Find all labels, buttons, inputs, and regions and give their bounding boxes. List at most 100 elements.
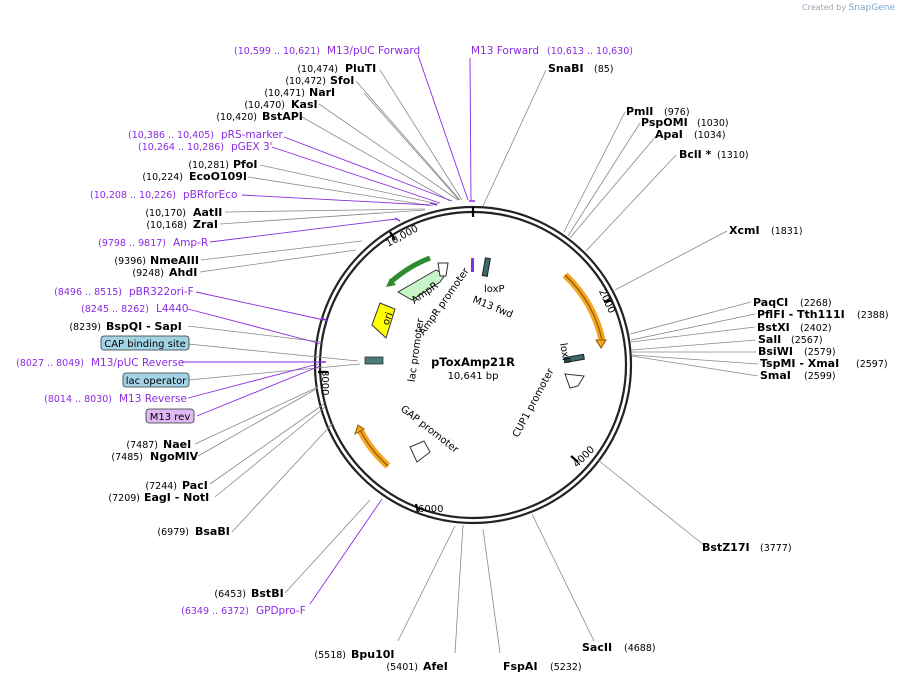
enzyme-aatii[interactable]: AatII [193,206,222,219]
enzyme-bstz17i[interactable]: BstZ17I [702,541,750,554]
loxp-right-label: loxP [557,342,571,364]
enzyme-bstbi[interactable]: BstBI [251,587,284,600]
m13-fwd-mark [471,258,474,272]
gap-promoter-arrow [409,440,431,463]
enzyme-pos-bsiwi: (2579) [804,347,836,358]
orange-arrow-left [354,424,365,436]
enzyme-pos-sfoi: (10,472) [285,76,326,87]
enzyme-pos-paqci: (2268) [800,298,832,309]
green-arc [390,255,431,283]
enzyme-nmeaiii[interactable]: NmeAIII [150,254,199,267]
credit-prefix: Created by [802,3,847,12]
enzyme-pos-afei: (5401) [386,662,418,673]
enzyme-pos-bcli: (1310) [717,150,749,161]
enzyme-pos-xcmi: (1831) [771,226,803,237]
enzyme-pos-apai: (1034) [694,130,726,141]
snapgene-credit: Created by SnapGene [802,3,895,13]
plasmid-name: pToxAmp21R [431,355,515,369]
enzyme-sali[interactable]: SalI [758,333,781,346]
enzyme-pos-kasi: (10,470) [244,100,285,111]
enzyme-kasi[interactable]: KasI [291,98,318,111]
enzyme-pos-bstxi: (2402) [800,323,832,334]
loxp-right-mark [563,353,585,364]
enzyme-ecoo109i[interactable]: EcoO109I [189,170,247,183]
enzyme-afei[interactable]: AfeI [423,660,448,673]
enzyme-pos-nari: (10,471) [264,88,305,99]
enzyme-paci[interactable]: PacI [182,479,208,492]
enzyme-eagi-noti[interactable]: EagI - NotI [144,491,209,504]
ori-label: ori [381,311,396,327]
orange-arc-left [356,428,391,469]
enzyme-pfoi[interactable]: PfoI [233,158,258,171]
enzyme-pos-snabi: (85) [594,64,614,75]
primer-leader-lines [182,54,472,605]
primer-prs-marker[interactable]: pRS-marker [221,129,284,141]
primer-m13-forward[interactable]: M13 Forward [471,45,539,57]
enzyme-nari[interactable]: NarI [309,86,335,99]
enzyme-ahdi[interactable]: AhdI [169,266,197,279]
enzyme-pos-nmeaiii: (9396) [114,256,146,267]
primer-m13-reverse[interactable]: M13 Reverse [119,393,187,405]
enzyme-pos-zrai: (10,168) [146,220,187,231]
enzyme-fspai[interactable]: FspAI [503,660,538,673]
orange-arc-top-core [564,274,603,341]
enzyme-pos-pflfi: (2388) [857,310,889,321]
tick-8000: 8000 [319,370,330,395]
cap-binding-site-box [100,335,190,351]
lac-operator-box [122,372,190,388]
enzyme-pos-bpu10i: (5518) [314,650,346,661]
gap-promoter-label: GAP promoter [398,404,461,456]
loxp-top-mark [481,257,491,277]
enzyme-bstapi[interactable]: BstAPI [262,110,303,123]
enzyme-bcli[interactable]: BclI * [679,148,712,161]
primer-pbr322ori-f[interactable]: pBR322ori-F [129,286,194,298]
enzyme-pmli[interactable]: PmlI [626,105,653,118]
enzyme-apai[interactable]: ApaI [655,128,683,141]
primer-m13-puc-forward[interactable]: M13/pUC Forward [327,45,420,57]
enzyme-pos-bstapi: (10,420) [216,112,257,123]
enzyme-pos-tspmi: (2597) [856,359,888,370]
primer-l4440[interactable]: L4440 [156,303,189,315]
enzyme-pos-bsabi: (6979) [157,527,189,538]
enzyme-sacii[interactable]: SacII [582,641,612,654]
primer-gpdpro-f[interactable]: GPDpro-F [256,605,306,617]
enzyme-pos-pspomi: (1030) [697,118,729,129]
primer-range-m13-forward: (10,613 .. 10,630) [547,46,633,57]
enzyme-pluti[interactable]: PluTI [345,62,376,75]
m13-fwd-label: M13 fwd [471,295,514,321]
lac-promoter-label: lac promoter [407,317,427,383]
enzyme-zrai[interactable]: ZraI [193,218,218,231]
primer-pbrforeco[interactable]: pBRforEco [183,189,237,201]
leader-lines [187,69,759,654]
enzyme-bsiwi[interactable]: BsiWI [758,345,793,358]
enzyme-bsabi[interactable]: BsaBI [195,525,230,538]
enzyme-pos-aatii: (10,170) [145,208,186,219]
primer-range-m13-puc-forward: (10,599 .. 10,621) [234,46,320,57]
primer-range-pbr322ori-f: (8496 .. 8515) [54,287,122,298]
enzyme-sfoi[interactable]: SfoI [330,74,354,87]
primer-range-pbrforeco: (10,208 .. 10,226) [90,190,176,201]
enzyme-pspomi[interactable]: PspOMI [641,116,688,129]
primer-pgex-3[interactable]: pGEX 3' [231,141,273,153]
enzyme-snabi[interactable]: SnaBI [548,62,584,75]
enzyme-paqci[interactable]: PaqCI [753,296,788,309]
primer-m13-puc-reverse[interactable]: M13/pUC Reverse [91,357,184,369]
primer-amp-r[interactable]: Amp-R [173,237,208,249]
enzyme-pos-sacii: (4688) [624,643,656,654]
enzyme-smai[interactable]: SmaI [760,369,791,382]
enzyme-bspqi-sapi[interactable]: BspQI - SapI [106,320,182,333]
enzyme-naei[interactable]: NaeI [163,438,191,451]
enzyme-bstxi[interactable]: BstXI [757,321,790,334]
enzyme-xcmi[interactable]: XcmI [729,224,760,237]
enzyme-ngomiv[interactable]: NgoMIV [150,450,199,463]
primer-range-m13-reverse: (8014 .. 8030) [44,394,112,405]
enzyme-pos-pfoi: (10,281) [188,160,229,171]
enzyme-bpu10i[interactable]: Bpu10I [351,648,395,661]
enzyme-pos-sali: (2567) [791,335,823,346]
enzyme-pflfi-tth111i[interactable]: PflFI - Tth111I [757,308,845,321]
enzyme-tspmi-xmai[interactable]: TspMI - XmaI [760,357,839,370]
orange-arc-top [562,272,606,341]
orange-arrow-top [595,339,607,349]
enzyme-pos-pmli: (976) [664,107,690,118]
